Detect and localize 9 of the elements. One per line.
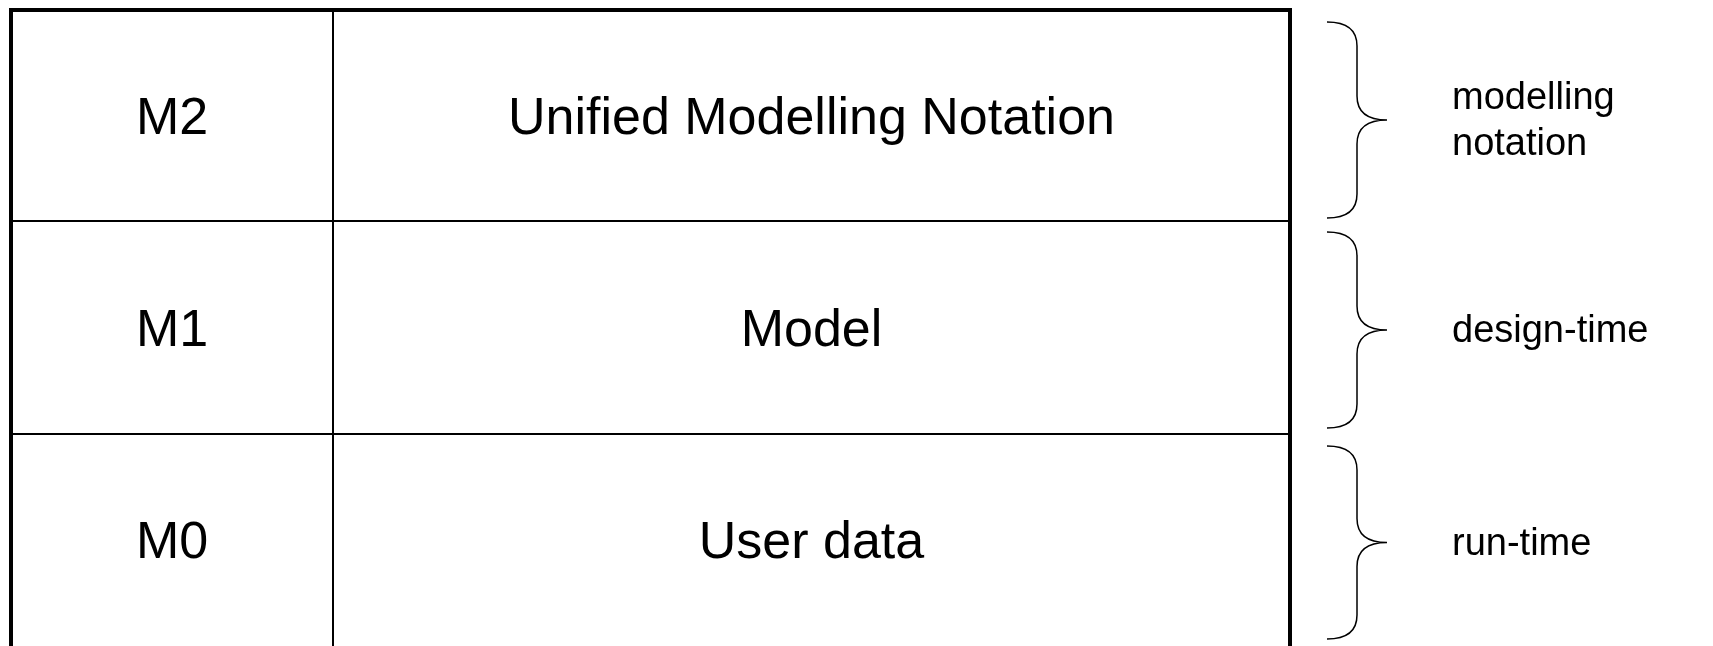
level-label-text: M0 bbox=[135, 510, 209, 570]
level-name-text: Model bbox=[740, 297, 883, 358]
level-name-text: User data bbox=[698, 510, 925, 570]
level-note-text: run-time bbox=[1452, 519, 1592, 565]
level-note-text: design-time bbox=[1452, 307, 1649, 353]
level-label-text: M2 bbox=[135, 85, 209, 146]
level-note-text: modelling notation bbox=[1452, 74, 1616, 165]
level-name-text: Unified Modelling Notation bbox=[508, 85, 1115, 146]
level-label-text: M1 bbox=[135, 297, 209, 358]
